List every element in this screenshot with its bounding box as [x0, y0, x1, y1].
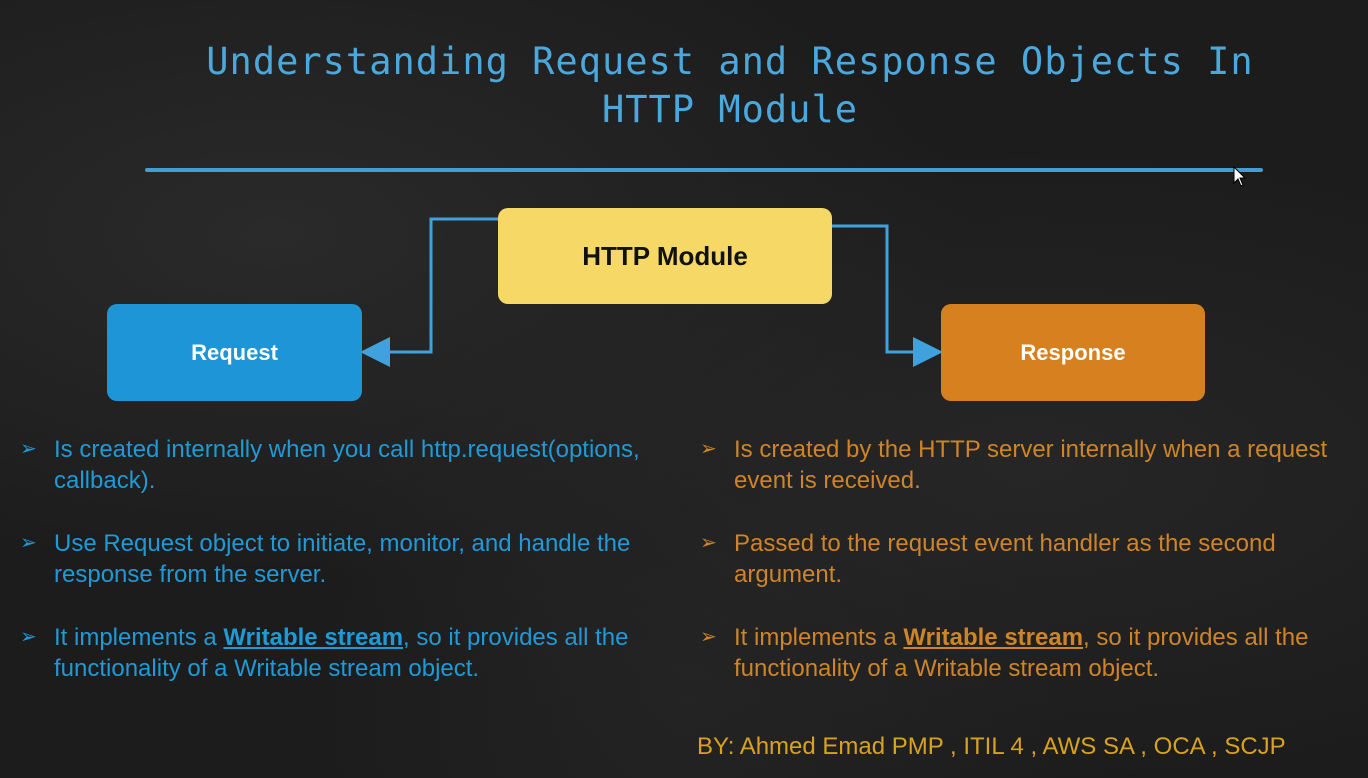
writable-stream-link[interactable]: Writable stream [223, 624, 404, 651]
arrow-bullet-icon: ➢ [700, 438, 717, 460]
list-item: ➢ Passed to the request event handler as… [700, 528, 1340, 590]
author-footer: BY: Ahmed Emad PMP , ITIL 4 , AWS SA , O… [697, 733, 1286, 760]
list-item: ➢ It implements a Writable stream, so it… [700, 622, 1340, 684]
request-label: Request [191, 339, 278, 365]
list-item: ➢ Is created by the HTTP server internal… [700, 434, 1340, 496]
response-point-3-after: , so it provides all the functionality o… [734, 624, 1309, 682]
writable-stream-link[interactable]: Writable stream [903, 624, 1084, 651]
mouse-pointer-icon [1233, 166, 1247, 187]
request-box: Request [107, 304, 362, 401]
slide-title-line-2: HTTP Module [601, 88, 859, 131]
slide-title: Understanding Request and Response Objec… [150, 38, 1310, 134]
list-item: ➢ Is created internally when you call ht… [20, 434, 680, 496]
title-divider [145, 168, 1263, 172]
http-module-label: HTTP Module [582, 240, 748, 271]
response-point-1: Is created by the HTTP server internally… [734, 436, 1328, 494]
arrow-bullet-icon: ➢ [20, 438, 37, 460]
arrow-bullet-icon: ➢ [20, 626, 37, 648]
slide-title-line-1: Understanding Request and Response Objec… [206, 40, 1254, 83]
request-points-list: ➢ Is created internally when you call ht… [20, 434, 680, 716]
response-box: Response [941, 304, 1205, 401]
connector-to-request [360, 217, 498, 367]
http-module-box: HTTP Module [498, 208, 832, 304]
list-item: ➢ It implements a Writable stream, so it… [20, 622, 680, 684]
request-point-3-after: , so it provides all the functionality o… [54, 624, 629, 682]
arrow-bullet-icon: ➢ [20, 532, 37, 554]
request-point-3: It implements a Writable stream, so it p… [54, 622, 680, 684]
response-label: Response [1020, 339, 1126, 365]
request-point-3-before: It implements a [54, 624, 224, 651]
response-point-3-before: It implements a [734, 624, 904, 651]
arrow-bullet-icon: ➢ [700, 626, 717, 648]
response-points-list: ➢ Is created by the HTTP server internal… [700, 434, 1340, 716]
request-point-1: Is created internally when you call http… [54, 436, 640, 494]
arrow-bullet-icon: ➢ [700, 532, 717, 554]
connector-to-response [832, 224, 943, 367]
response-point-2: Passed to the request event handler as t… [734, 530, 1276, 588]
request-point-2: Use Request object to initiate, monitor,… [54, 530, 631, 588]
list-item: ➢ Use Request object to initiate, monito… [20, 528, 680, 590]
response-point-3: It implements a Writable stream, so it p… [734, 622, 1340, 684]
